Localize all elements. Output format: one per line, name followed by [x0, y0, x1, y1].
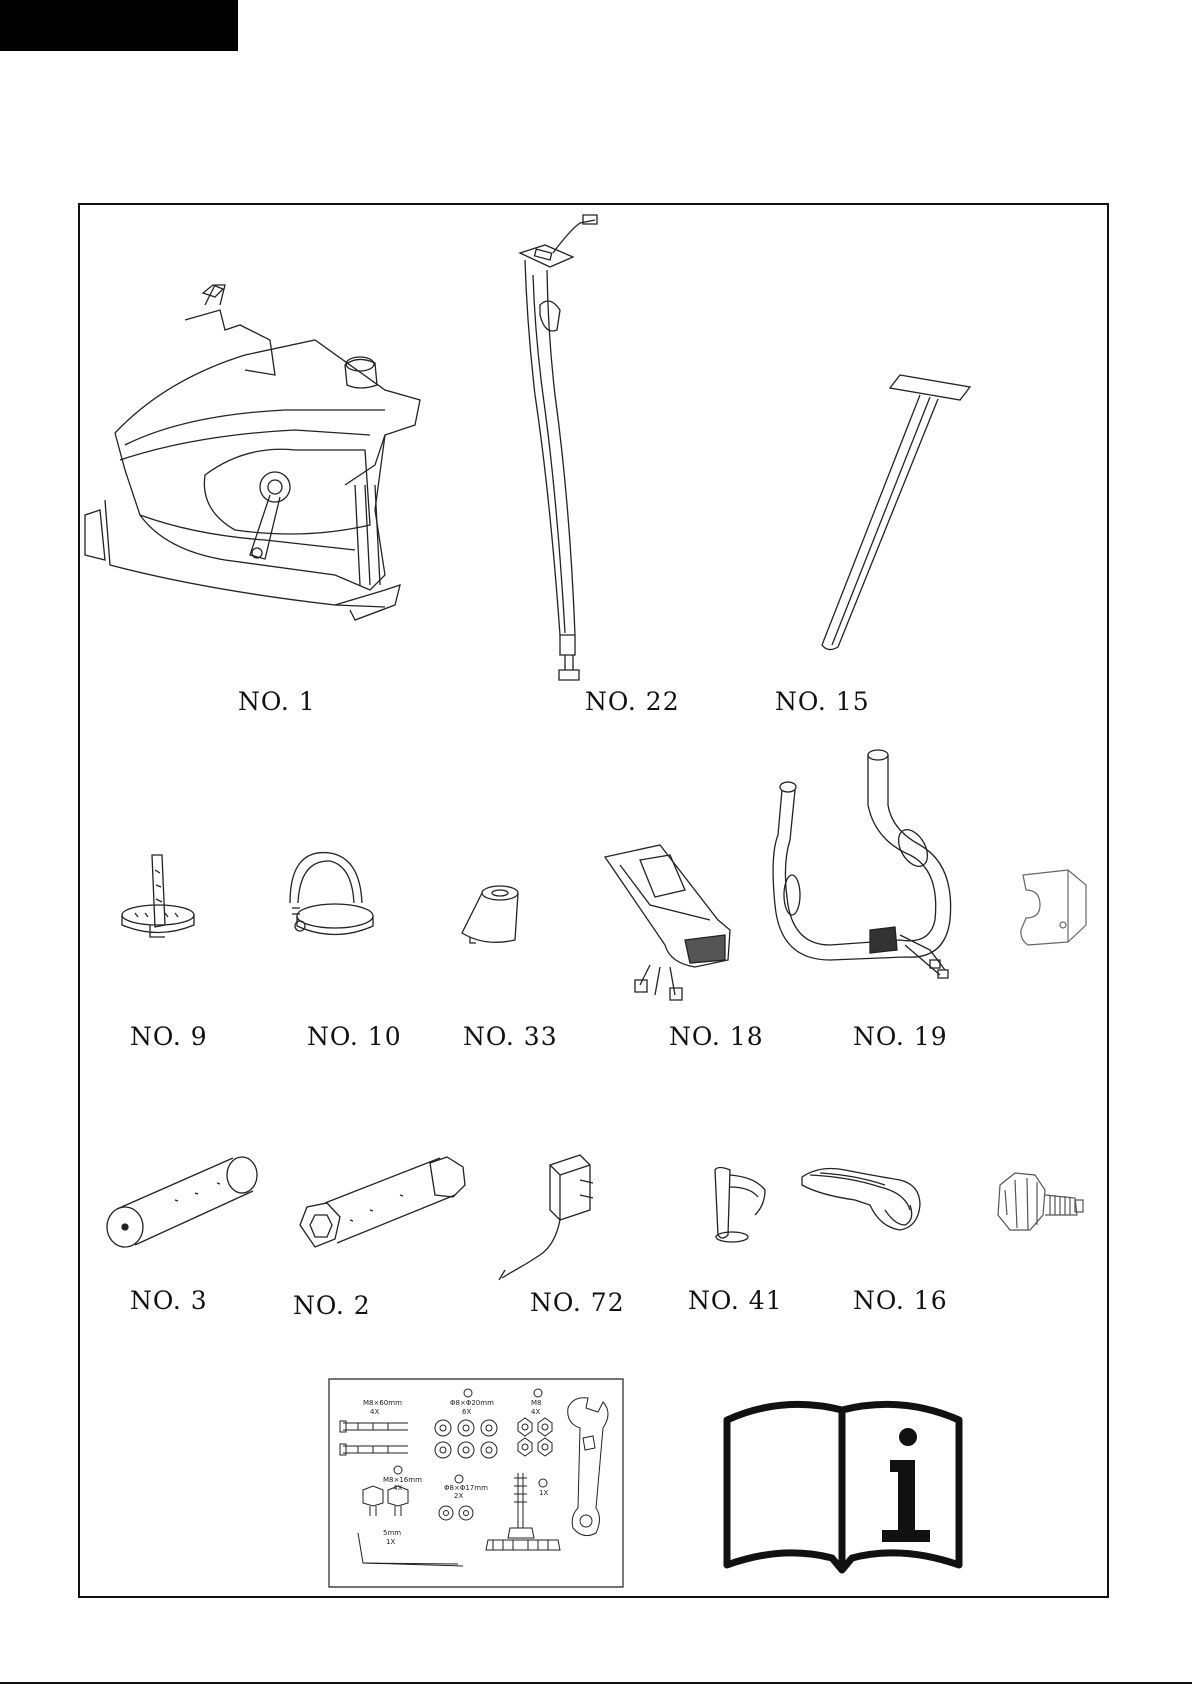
part-no-3-rear-stabilizer	[105, 1155, 260, 1250]
part-no-1-label: NO. 1	[238, 687, 316, 716]
part-no-2-label: NO. 2	[293, 1291, 371, 1320]
upright-post-drawing	[515, 215, 630, 685]
part-no-18-console	[600, 845, 740, 1005]
main-frame-drawing	[85, 285, 425, 655]
hardware-card-drawing: M8×60mm 4X Φ8×Φ20mm 6X M8 4X M8×16mm 4X …	[328, 1378, 624, 1588]
part-no-18-label: NO. 18	[669, 1022, 764, 1051]
part-no-19-label: NO. 19	[853, 1022, 948, 1051]
part-no-72-label: NO. 72	[530, 1288, 625, 1317]
part-no-16-label: NO. 16	[853, 1286, 948, 1315]
part-no-3-label: NO. 3	[130, 1286, 208, 1315]
part-no-22-label: NO. 22	[585, 687, 680, 716]
cap-drawing	[460, 885, 525, 950]
hw-washer-spec: Φ8×Φ20mm	[450, 1399, 494, 1407]
hw-knob-qty: 1X	[539, 1489, 548, 1497]
part-no-10-pedal-strap	[280, 848, 380, 948]
part-no-19-handlebar	[770, 745, 970, 990]
part-no-16-seat	[800, 1165, 925, 1235]
part-no-1-main-frame	[85, 285, 425, 655]
seat-post-drawing	[810, 375, 980, 655]
hw-washer-qty: 6X	[462, 1408, 471, 1416]
hw-screw-qty: 4X	[393, 1484, 402, 1492]
part-no-22-upright-post	[515, 215, 630, 685]
knob-drawing	[995, 1170, 1090, 1240]
info-manual-icon	[722, 1390, 964, 1575]
bottle-holder-drawing	[710, 1165, 770, 1245]
adapter-drawing	[505, 1155, 595, 1285]
part-no-9-label: NO. 9	[130, 1022, 208, 1051]
hardware-card: M8×60mm 4X Φ8×Φ20mm 6X M8 4X M8×16mm 4X …	[328, 1378, 624, 1588]
part-no-2-front-stabilizer	[295, 1155, 475, 1260]
part-no-72-adapter	[505, 1155, 595, 1285]
seat-drawing	[800, 1165, 925, 1235]
hw-nut-qty: 4X	[531, 1408, 540, 1416]
hw-allen-key-spec: 5mm	[383, 1529, 401, 1537]
hw-bolt-qty: 4X	[370, 1408, 379, 1416]
part-no-10-label: NO. 10	[307, 1022, 402, 1051]
hw-nut-spec: M8	[531, 1399, 542, 1407]
part-knob-unlabeled	[995, 1170, 1090, 1240]
hw-screw-spec: M8×16mm	[383, 1476, 422, 1484]
clip-drawing	[1018, 870, 1090, 945]
hw-allen-key-qty: 1X	[386, 1538, 395, 1546]
pedal-drawing	[120, 855, 200, 940]
pedal-strap-drawing	[280, 848, 380, 948]
page-bottom-rule	[0, 1682, 1192, 1684]
part-no-15-label: NO. 15	[775, 687, 870, 716]
part-no-33-label: NO. 33	[463, 1022, 558, 1051]
handlebar-drawing	[770, 745, 970, 990]
part-no-41-bottle-holder	[710, 1165, 770, 1245]
front-stabilizer-drawing	[295, 1155, 475, 1260]
info-manual-icon-drawing	[722, 1390, 964, 1575]
part-no-41-label: NO. 41	[688, 1286, 783, 1315]
hw-small-washer-spec: Φ8×Φ17mm	[444, 1484, 488, 1492]
header-black-tab	[0, 0, 238, 51]
hw-small-washer-qty: 2X	[454, 1492, 463, 1500]
rear-stabilizer-drawing	[105, 1155, 260, 1250]
hw-bolt-spec: M8×60mm	[363, 1399, 402, 1407]
console-drawing	[600, 845, 740, 1005]
part-no-15-seat-post	[810, 375, 980, 655]
part-no-9-pedal	[120, 855, 200, 940]
part-no-33-cap	[460, 885, 525, 950]
part-clip-unlabeled	[1018, 870, 1090, 945]
